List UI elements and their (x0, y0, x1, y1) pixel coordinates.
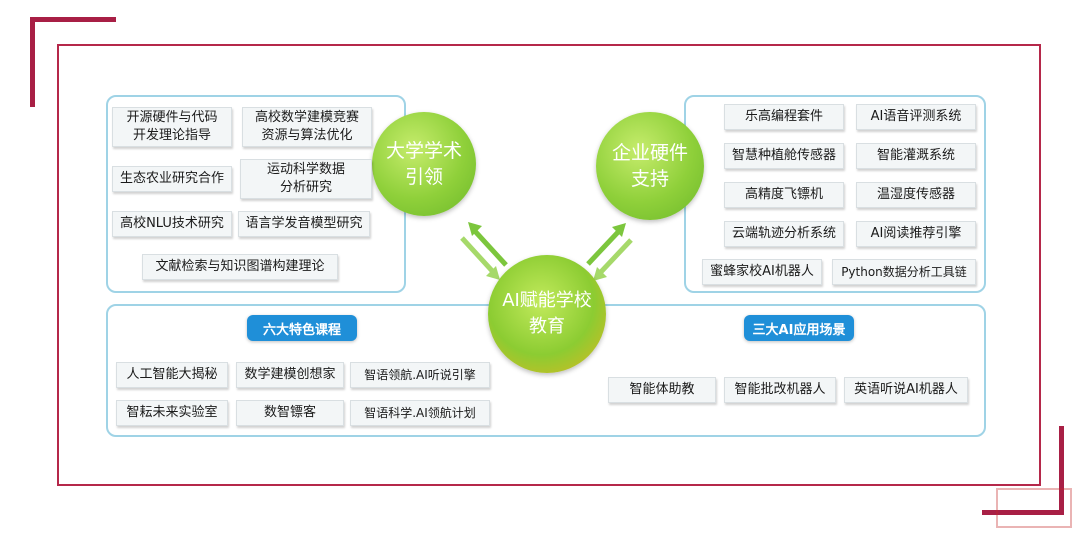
academic-item: 文献检索与知识图谱构建理论 (142, 254, 338, 280)
academic-item: 开源硬件与代码 开发理论指导 (112, 107, 232, 147)
academic-item: 运动科学数据 分析研究 (240, 159, 372, 199)
corner-bracket-bottom-right (982, 510, 1064, 515)
enterprise-item: 智能灌溉系统 (856, 143, 976, 169)
corner-bracket-bottom-right-vertical (1059, 426, 1064, 515)
academic-item: 高校NLU技术研究 (112, 211, 232, 237)
academic-circle: 大学学术 引领 (372, 112, 476, 216)
course-item: 智语领航.AI听说引擎 (350, 362, 490, 388)
enterprise-circle: 企业硬件 支持 (596, 112, 704, 220)
course-item: 智语科学.AI领航计划 (350, 400, 490, 426)
enterprise-item: 温湿度传感器 (856, 182, 976, 208)
scenario-item: 智能体助教 (608, 377, 716, 403)
academic-item: 生态农业研究合作 (112, 166, 232, 192)
course-item: 数学建模创想家 (236, 362, 344, 388)
enterprise-item: Python数据分析工具链 (832, 259, 976, 285)
courses-title-pill: 六大特色课程 (247, 315, 357, 341)
enterprise-item: 云端轨迹分析系统 (724, 221, 844, 247)
red-frame (57, 44, 1041, 486)
scenarios-title-pill: 三大AI应用场景 (744, 315, 854, 341)
watermark-logo (996, 488, 1072, 528)
course-item: 数智镖客 (236, 400, 344, 426)
arrow-academic-center (460, 222, 508, 280)
corner-bracket-top-left (30, 17, 116, 22)
enterprise-item: 高精度飞镖机 (724, 182, 844, 208)
course-item: 智耘未来实验室 (116, 400, 228, 426)
scenario-item: 智能批改机器人 (724, 377, 836, 403)
enterprise-item: 蜜蜂家校AI机器人 (702, 259, 822, 285)
corner-bracket-top-left-vertical (30, 17, 35, 107)
academic-item: 高校数学建模竞赛 资源与算法优化 (242, 107, 372, 147)
enterprise-item: 乐高编程套件 (724, 104, 844, 130)
enterprise-item: 智慧种植舱传感器 (724, 143, 844, 169)
arrow-enterprise-center (586, 223, 633, 281)
course-item: 人工智能大揭秘 (116, 362, 228, 388)
enterprise-item: AI语音评测系统 (856, 104, 976, 130)
academic-item: 语言学发音模型研究 (238, 211, 370, 237)
scenario-item: 英语听说AI机器人 (844, 377, 968, 403)
enterprise-item: AI阅读推荐引擎 (856, 221, 976, 247)
center-circle: AI赋能学校 教育 (488, 255, 606, 373)
